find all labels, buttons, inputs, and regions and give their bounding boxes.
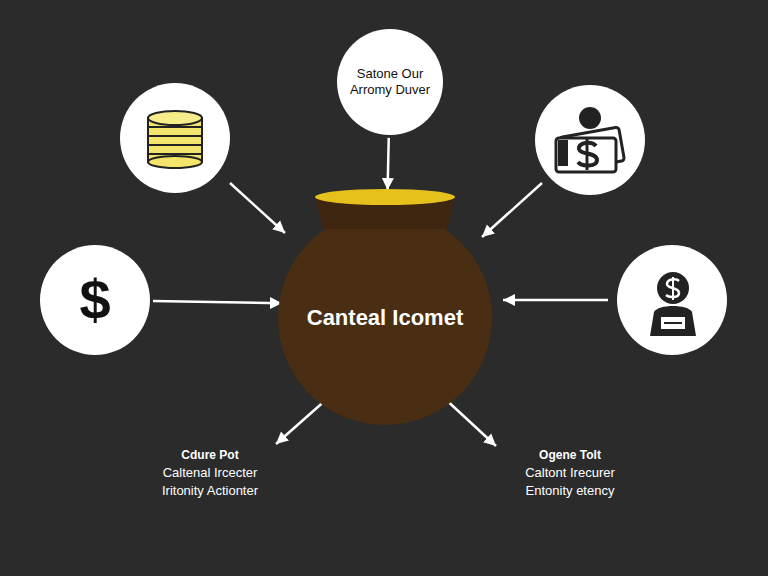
pot-shape [277, 185, 493, 425]
pot-node: Canteal Icomet [277, 185, 493, 425]
coins-icon [120, 83, 230, 193]
flow-arrow [388, 138, 389, 190]
node-label: $ [79, 265, 110, 335]
outcome-label: Caltenal Ircecter [163, 465, 258, 481]
pot-text-holder: Canteal Icomet [277, 278, 493, 358]
outcome-label: Entonity etency [526, 483, 615, 499]
node-label: Satone Our Arromy Duver [346, 66, 434, 99]
flow-arrow [153, 301, 282, 303]
flow-arrow [230, 183, 608, 446]
outcome-label: Cdure Pot [181, 447, 238, 463]
person-money-icon [617, 245, 727, 355]
outcome-label: Iritonity Actionter [162, 483, 258, 499]
outcome-label: Caltont Irecurer [525, 465, 615, 481]
node-label: Canteal Icomet [307, 304, 464, 332]
money-person-icon [535, 85, 645, 195]
circle-node: Satone Our Arromy Duver [337, 29, 443, 135]
circle-node: $ [40, 245, 150, 355]
outcome-label: Ogene Tolt [539, 447, 601, 463]
